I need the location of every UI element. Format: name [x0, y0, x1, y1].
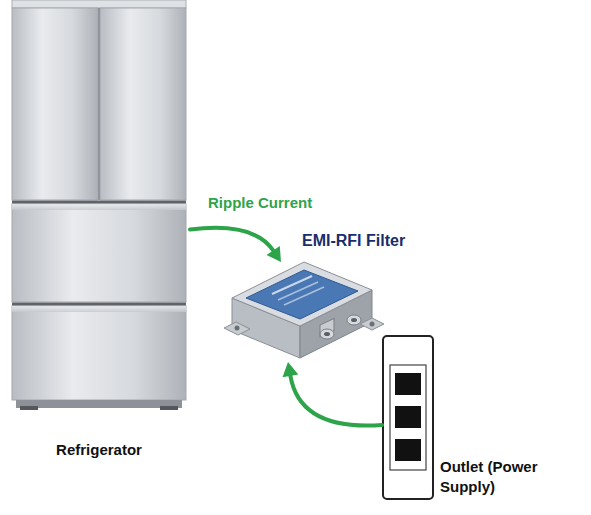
- filter-node: EMI-RFI Filter: [232, 262, 372, 362]
- arrow-line: [290, 376, 382, 426]
- outlet-illustration: [382, 335, 434, 500]
- arrow-head: [267, 246, 281, 262]
- outlet-node: Outlet (Power Supply): [382, 335, 434, 500]
- filter-illustration: [232, 262, 372, 362]
- arrow-line: [190, 228, 273, 251]
- refrigerator-illustration: [8, 0, 190, 410]
- flow-arrow: [190, 228, 281, 262]
- arrow-head: [283, 362, 299, 377]
- refrigerator-node: Refrigerator: [8, 0, 190, 410]
- node-label: Outlet (Power Supply): [440, 457, 552, 498]
- node-label: Refrigerator: [8, 440, 190, 460]
- node-label: EMI-RFI Filter: [302, 230, 452, 252]
- edge-label: Ripple Current: [208, 194, 312, 211]
- flow-arrow: [283, 362, 382, 426]
